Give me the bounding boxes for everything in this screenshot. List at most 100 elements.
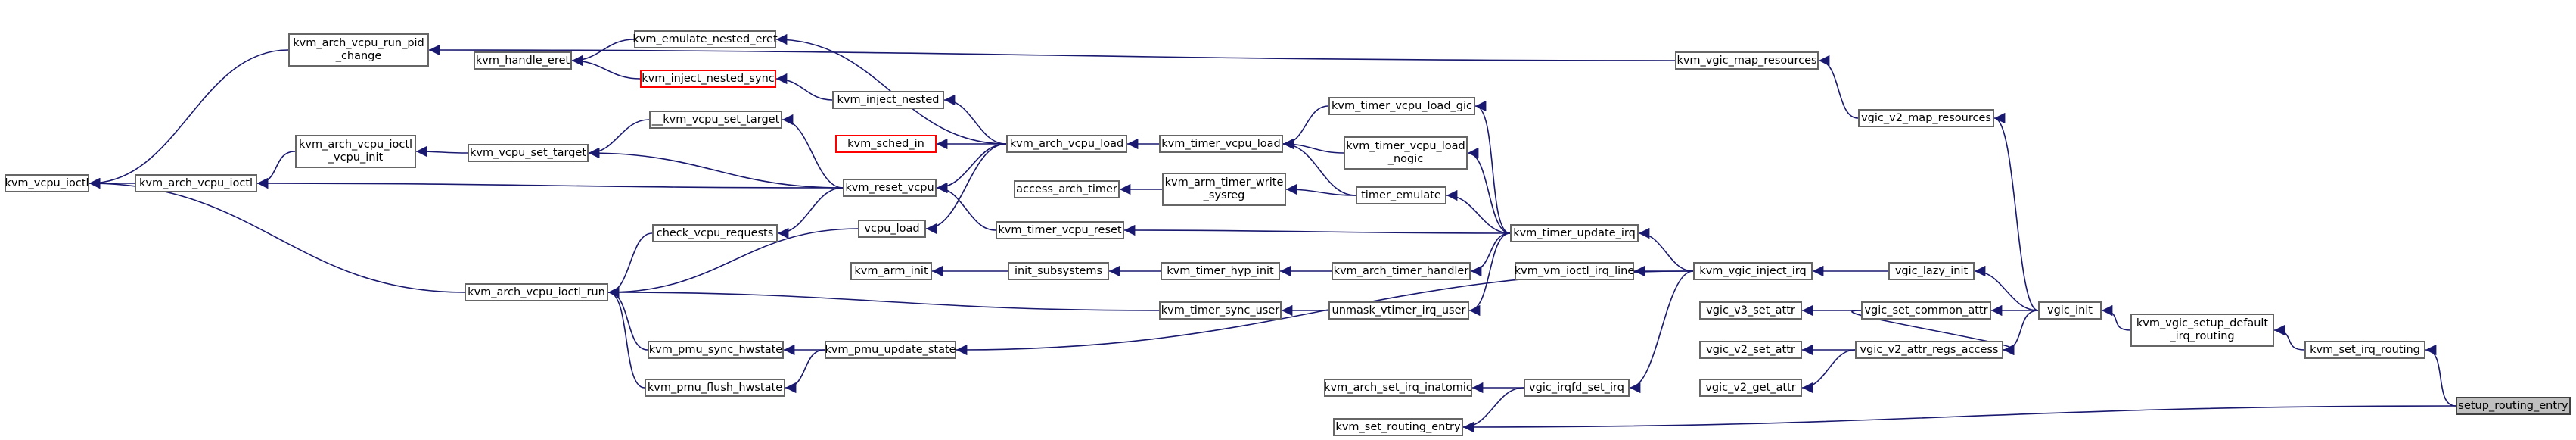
node-label: kvm_timer_vcpu_load bbox=[1161, 137, 1281, 150]
edge-46 bbox=[1629, 270, 1694, 394]
node-access-arch-timer[interactable]: access_arch_timer bbox=[1014, 180, 1120, 198]
edge-7 bbox=[571, 55, 641, 80]
node-label: vgic_lazy_init bbox=[1894, 264, 1969, 277]
node-label: _vcpu_init bbox=[328, 151, 384, 164]
node-kvm-pmu-sync-hwstate[interactable]: kvm_pmu_sync_hwstate bbox=[648, 341, 784, 359]
node-kvm-vgic-setup-default-irq-routing[interactable]: kvm_vgic_setup_default_irq_routing bbox=[2130, 314, 2274, 347]
node-label: kvm_vcpu_set_target bbox=[469, 146, 587, 159]
node-label: _nogic bbox=[1387, 153, 1424, 165]
node-kvm-arm-init[interactable]: kvm_arm_init bbox=[850, 262, 932, 280]
edge-41 bbox=[1470, 232, 1511, 277]
edge-62 bbox=[2425, 344, 2456, 407]
edge-60 bbox=[2101, 304, 2131, 331]
node-label: kvm_pmu_sync_hwstate bbox=[648, 343, 783, 356]
node-label: kvm_inject_nested bbox=[837, 93, 940, 106]
node-label: kvm_vgic_map_resources bbox=[1676, 54, 1817, 67]
node-label: kvm_arm_timer_write bbox=[1164, 176, 1284, 189]
edge-9 bbox=[775, 73, 833, 101]
node-label: kvm_vgic_setup_default bbox=[2136, 317, 2269, 329]
node-kvm-timer-update-irq[interactable]: kvm_timer_update_irq bbox=[1510, 224, 1639, 242]
node-kvm-vcpu-set-target[interactable]: kvm_vcpu_set_target bbox=[468, 144, 589, 162]
edge-10 bbox=[943, 94, 1007, 145]
edge-33 bbox=[1467, 147, 1511, 234]
node-label: kvm_timer_vcpu_reset bbox=[998, 223, 1122, 236]
node-kvm-arch-vcpu-load[interactable]: kvm_arch_vcpu_load bbox=[1006, 135, 1127, 153]
node-kvm-arch-vcpu-ioctl-vcpu-init[interactable]: kvm_arch_vcpu_ioctl_vcpu_init bbox=[295, 135, 416, 168]
node-kvm-inject-nested-sync[interactable]: kvm_inject_nested_sync bbox=[640, 70, 776, 88]
node-vgic-v2-get-attr[interactable]: vgic_v2_get_attr bbox=[1699, 379, 1802, 397]
node-unmask-vtimer-irq-user[interactable]: unmask_vtimer_irq_user bbox=[1328, 301, 1469, 320]
node-kvm-pmu-update-state[interactable]: kvm_pmu_update_state bbox=[825, 341, 956, 359]
node-kvm-pmu-flush-hwstate[interactable]: kvm_pmu_flush_hwstate bbox=[645, 379, 785, 397]
edge-37 bbox=[1123, 224, 1511, 236]
edge-12 bbox=[588, 119, 650, 159]
node-label: kvm_vgic_inject_irq bbox=[1699, 264, 1807, 277]
node-label: _irq_routing bbox=[2170, 330, 2235, 342]
node-kvm-timer-sync-user[interactable]: kvm_timer_sync_user bbox=[1159, 301, 1282, 320]
node-setup-routing-entry[interactable]: setup_routing_entry bbox=[2456, 397, 2571, 415]
edge-13 bbox=[588, 147, 844, 189]
node-kvm-vm-ioctl-irq-line[interactable]: kvm_vm_ioctl_irq_line bbox=[1515, 262, 1634, 280]
node-kvm-timer-vcpu-load[interactable]: kvm_timer_vcpu_load bbox=[1159, 135, 1283, 153]
node-kvm-set-routing-entry[interactable]: kvm_set_routing_entry bbox=[1333, 418, 1463, 436]
edge-19 bbox=[777, 187, 844, 239]
node-vgic-irqfd-set-irq[interactable]: vgic_irqfd_set_irq bbox=[1524, 379, 1630, 397]
edge-29 bbox=[1282, 105, 1329, 150]
node-label: kvm_sched_in bbox=[847, 137, 924, 150]
node-kvm-sched-in[interactable]: kvm_sched_in bbox=[835, 135, 937, 153]
edge-27 bbox=[785, 349, 825, 394]
node-kvm-vgic-inject-irq[interactable]: kvm_vgic_inject_irq bbox=[1693, 262, 1813, 280]
node-check-vcpu-requests[interactable]: check_vcpu_requests bbox=[652, 224, 778, 242]
node-label: vcpu_load bbox=[864, 222, 920, 235]
node-kvm-inject-nested[interactable]: kvm_inject_nested bbox=[832, 91, 944, 109]
node-kvm-vcpu-ioctl[interactable]: kvm_vcpu_ioctl bbox=[5, 174, 89, 192]
node-label: kvm_arch_vcpu_ioctl bbox=[298, 139, 413, 151]
node-label: kvm_handle_eret bbox=[475, 54, 570, 67]
node-kvm-handle-eret[interactable]: kvm_handle_eret bbox=[474, 51, 572, 70]
node-kvm-emulate-nested-eret[interactable]: kvm_emulate_nested_eret bbox=[632, 30, 778, 48]
node-kvm-vcpu-set-target[interactable]: __kvm_vcpu_set_target bbox=[649, 111, 782, 129]
node-kvm-arch-set-irq-inatomic[interactable]: kvm_arch_set_irq_inatomic bbox=[1324, 379, 1472, 397]
node-label: kvm_arch_vcpu_ioctl bbox=[138, 176, 253, 189]
node-timer-emulate[interactable]: timer_emulate bbox=[1356, 186, 1446, 204]
node-vgic-init[interactable]: vgic_init bbox=[2038, 301, 2102, 320]
node-vgic-set-common-attr[interactable]: vgic_set_common_attr bbox=[1861, 301, 1991, 320]
node-kvm-arm-timer-write-sysreg[interactable]: kvm_arm_timer_write_sysreg bbox=[1162, 173, 1286, 206]
node-vgic-v2-set-attr[interactable]: vgic_v2_set_attr bbox=[1699, 341, 1802, 359]
node-init-subsystems[interactable]: init_subsystems bbox=[1008, 262, 1109, 280]
node-vcpu-load[interactable]: vcpu_load bbox=[858, 220, 926, 238]
node-label: kvm_arm_init bbox=[854, 264, 928, 277]
node-kvm-vgic-map-resources[interactable]: kvm_vgic_map_resources bbox=[1675, 51, 1819, 70]
node-kvm-arch-vcpu-ioctl[interactable]: kvm_arch_vcpu_ioctl bbox=[135, 174, 257, 192]
node-vgic-v2-map-resources[interactable]: vgic_v2_map_resources bbox=[1858, 109, 1994, 127]
node-kvm-timer-hyp-init[interactable]: kvm_timer_hyp_init bbox=[1161, 262, 1280, 280]
node-label: kvm_timer_sync_user bbox=[1161, 304, 1280, 317]
node-kvm-timer-vcpu-load-nogic[interactable]: kvm_timer_vcpu_load_nogic bbox=[1344, 136, 1468, 170]
edge-16 bbox=[936, 143, 1007, 194]
node-label: kvm_set_routing_entry bbox=[1335, 420, 1461, 433]
node-label: kvm_arch_timer_handler bbox=[1333, 264, 1469, 277]
node-label: kvm_timer_update_irq bbox=[1513, 226, 1636, 239]
edge-48 bbox=[1462, 387, 1524, 433]
node-kvm-timer-vcpu-reset[interactable]: kvm_timer_vcpu_reset bbox=[996, 221, 1124, 239]
edge-61 bbox=[2273, 324, 2305, 351]
edge-22 bbox=[607, 228, 859, 298]
node-kvm-arch-vcpu-ioctl-run[interactable]: kvm_arch_vcpu_ioctl_run bbox=[465, 283, 608, 301]
node-label: __kvm_vcpu_set_target bbox=[651, 113, 780, 126]
node-kvm-reset-vcpu[interactable]: kvm_reset_vcpu bbox=[843, 179, 937, 197]
node-label: vgic_v2_attr_regs_access bbox=[1860, 343, 1999, 356]
node-kvm-timer-vcpu-load-gic[interactable]: kvm_timer_vcpu_load_gic bbox=[1328, 97, 1475, 115]
edge-59 bbox=[1851, 310, 2015, 356]
node-label: vgic_v2_map_resources bbox=[1861, 111, 1991, 124]
node-vgic-lazy-init[interactable]: vgic_lazy_init bbox=[1888, 262, 1975, 280]
node-vgic-v3-set-attr[interactable]: vgic_v3_set_attr bbox=[1699, 301, 1802, 320]
node-kvm-arch-vcpu-run-pid-change[interactable]: kvm_arch_vcpu_run_pid_change bbox=[288, 33, 429, 67]
node-kvm-arch-timer-handler[interactable]: kvm_arch_timer_handler bbox=[1332, 262, 1471, 280]
node-vgic-v2-attr-regs-access[interactable]: vgic_v2_attr_regs_access bbox=[1855, 341, 2003, 359]
node-label: kvm_reset_vcpu bbox=[845, 181, 934, 194]
node-label: kvm_emulate_nested_eret bbox=[632, 33, 778, 45]
node-kvm-set-irq-routing[interactable]: kvm_set_irq_routing bbox=[2304, 341, 2425, 359]
node-label: kvm_timer_vcpu_load bbox=[1346, 140, 1465, 152]
edge-36 bbox=[1446, 189, 1511, 234]
edge-52 bbox=[1993, 112, 2039, 311]
